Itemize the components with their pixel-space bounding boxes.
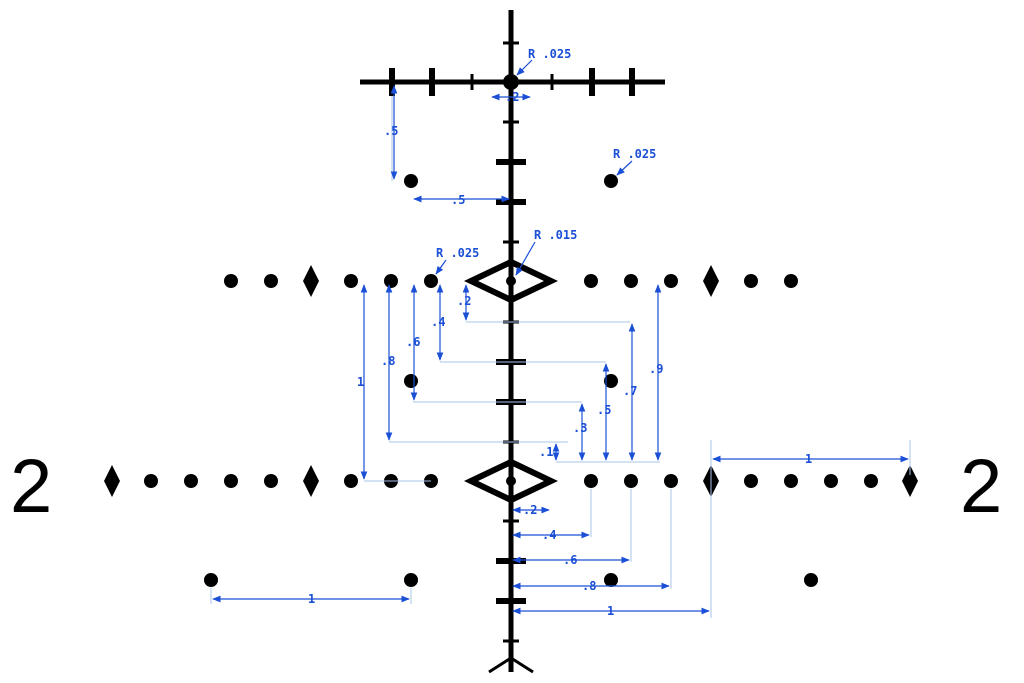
row-dot xyxy=(624,274,638,288)
dimension-label: .3 xyxy=(573,421,587,435)
dimension-label: .7 xyxy=(623,384,637,398)
horizontal-ticks xyxy=(389,68,635,96)
holdover-diamond-outline xyxy=(464,458,558,504)
dimension-label: .9 xyxy=(649,362,663,376)
dimension-label: .5 xyxy=(451,193,465,207)
holdover-number-left: 2 xyxy=(10,444,52,529)
diamond-center-dot xyxy=(506,476,516,486)
dimension-label: .5 xyxy=(597,403,611,417)
dimension-label: .6 xyxy=(563,553,577,567)
row-diamond xyxy=(303,265,319,297)
dimension-label: .8 xyxy=(381,354,395,368)
diamond-center-dot xyxy=(506,276,516,286)
windage-dot xyxy=(204,573,218,587)
windage-dot xyxy=(604,174,618,188)
row-dot xyxy=(584,274,598,288)
center-aiming-dot xyxy=(503,74,519,90)
row-dot xyxy=(344,474,358,488)
holdover-diamond-outline xyxy=(464,258,558,304)
row-dot xyxy=(144,474,158,488)
dimension-label: .6 xyxy=(406,335,420,349)
dimension-label: 1 xyxy=(308,592,315,606)
dimension-label: .5 xyxy=(384,124,398,138)
dimension-label: 1 xyxy=(357,375,364,389)
row-dot xyxy=(224,274,238,288)
dimension-label: .4 xyxy=(431,315,445,329)
row-dot xyxy=(584,474,598,488)
windage-dot xyxy=(604,573,618,587)
row-dot xyxy=(664,474,678,488)
dimension-label: 1 xyxy=(805,452,812,466)
row-dot xyxy=(744,474,758,488)
row-dot xyxy=(864,474,878,488)
row-diamond xyxy=(902,465,918,497)
row-dot xyxy=(784,474,798,488)
row-dot xyxy=(624,474,638,488)
windage-dot xyxy=(404,573,418,587)
windage-dot xyxy=(404,374,418,388)
row-diamond xyxy=(303,465,319,497)
radius-label: R .025 xyxy=(436,246,479,260)
dimension-label: .2 xyxy=(457,294,471,308)
row-dot xyxy=(424,274,438,288)
dimension-label: .1 xyxy=(539,445,553,459)
bottom-taper-left xyxy=(488,656,512,674)
holdover-number-right: 2 xyxy=(960,444,1002,529)
dimension-label: 1 xyxy=(607,604,614,618)
radius-label: R .025 xyxy=(528,47,571,61)
row-dot xyxy=(184,474,198,488)
row-diamond xyxy=(703,265,719,297)
row-dot xyxy=(224,474,238,488)
radius-label: R .015 xyxy=(534,228,577,242)
extension-lines xyxy=(210,96,911,618)
row-dot xyxy=(784,274,798,288)
windage-dot xyxy=(804,573,818,587)
dimension-label: .2 xyxy=(505,90,519,104)
dimension-arrows xyxy=(212,59,909,615)
row-dot xyxy=(264,474,278,488)
dimension-label: .2 xyxy=(523,503,537,517)
row-diamond xyxy=(104,465,120,497)
radius-label: R .025 xyxy=(613,147,656,161)
row-dot xyxy=(744,274,758,288)
windage-dot xyxy=(404,174,418,188)
dimension-label: .8 xyxy=(582,579,596,593)
bottom-taper-right xyxy=(510,656,534,674)
row-dot xyxy=(384,274,398,288)
row-dot xyxy=(264,274,278,288)
row-dot xyxy=(824,474,838,488)
dimension-label: .4 xyxy=(542,528,556,542)
holdover-row-1 xyxy=(224,265,798,297)
row-dot xyxy=(664,274,678,288)
holdover-row-2 xyxy=(104,465,918,497)
row-dot xyxy=(344,274,358,288)
